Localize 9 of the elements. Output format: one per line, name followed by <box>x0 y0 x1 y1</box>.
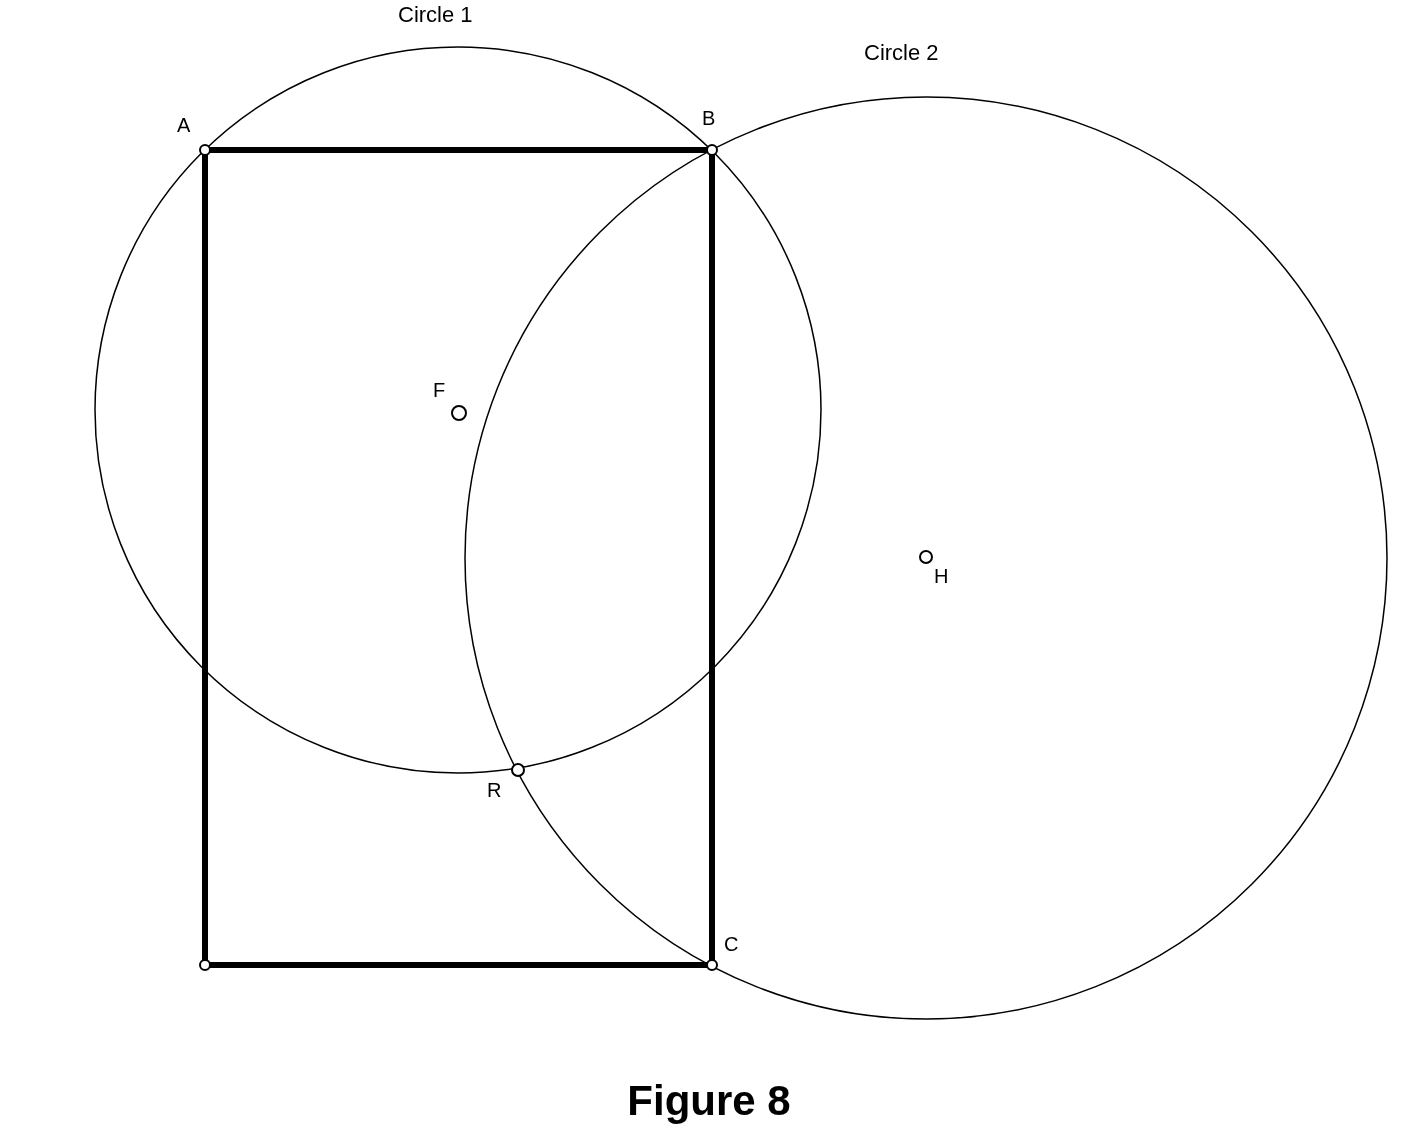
point-label: B <box>702 108 716 128</box>
point-label: H <box>934 566 949 586</box>
point-label: F <box>433 380 446 400</box>
point-label: C <box>724 934 739 954</box>
point-label: A <box>177 115 191 135</box>
circle-label: Circle 2 <box>864 42 939 64</box>
point-label: R <box>487 780 502 800</box>
circle-label: Circle 1 <box>398 4 473 26</box>
figure-caption: Figure 8 <box>627 1080 791 1122</box>
